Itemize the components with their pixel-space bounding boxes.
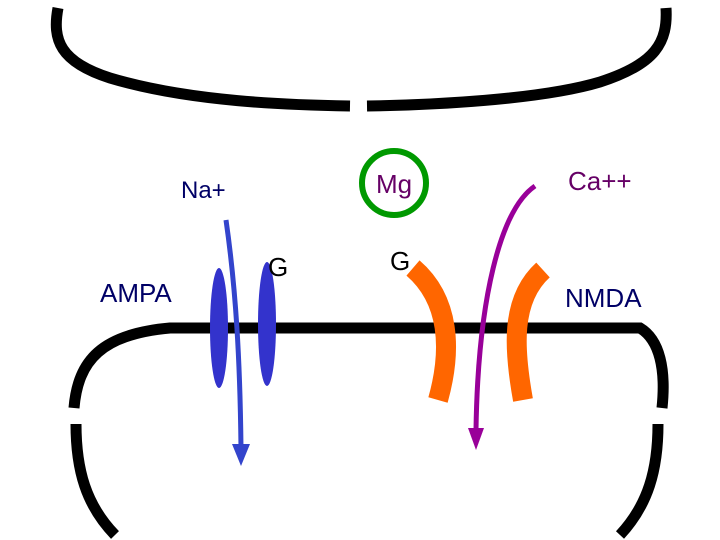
presynaptic-membrane-right <box>366 7 672 112</box>
na-arrowhead <box>232 444 250 466</box>
ampa-receptor-right-subunit <box>258 262 276 386</box>
glutamate-nmda-label: G <box>390 246 410 276</box>
postsynaptic-membrane-top <box>68 322 669 409</box>
ca-flow-arrow <box>473 183 537 431</box>
postsynaptic-membrane-left-lower <box>70 423 119 539</box>
nmda-label: NMDA <box>565 283 642 313</box>
ampa-label: AMPA <box>100 278 172 308</box>
na-flow-arrow <box>223 219 244 449</box>
ca-arrowhead <box>468 428 484 450</box>
postsynaptic-membrane-right-lower <box>615 423 664 539</box>
ampa-receptor-left-subunit <box>210 268 228 388</box>
glutamate-ampa-label: G <box>268 252 288 282</box>
na-label: Na+ <box>181 177 226 204</box>
ca-label: Ca++ <box>568 166 632 196</box>
mg-label: Mg <box>376 169 412 199</box>
nmda-receptor-left-subunit <box>406 260 456 403</box>
presynaptic-membrane-left <box>50 6 351 112</box>
nmda-receptor-right-subunit <box>506 262 551 402</box>
mg-ring <box>359 148 429 218</box>
